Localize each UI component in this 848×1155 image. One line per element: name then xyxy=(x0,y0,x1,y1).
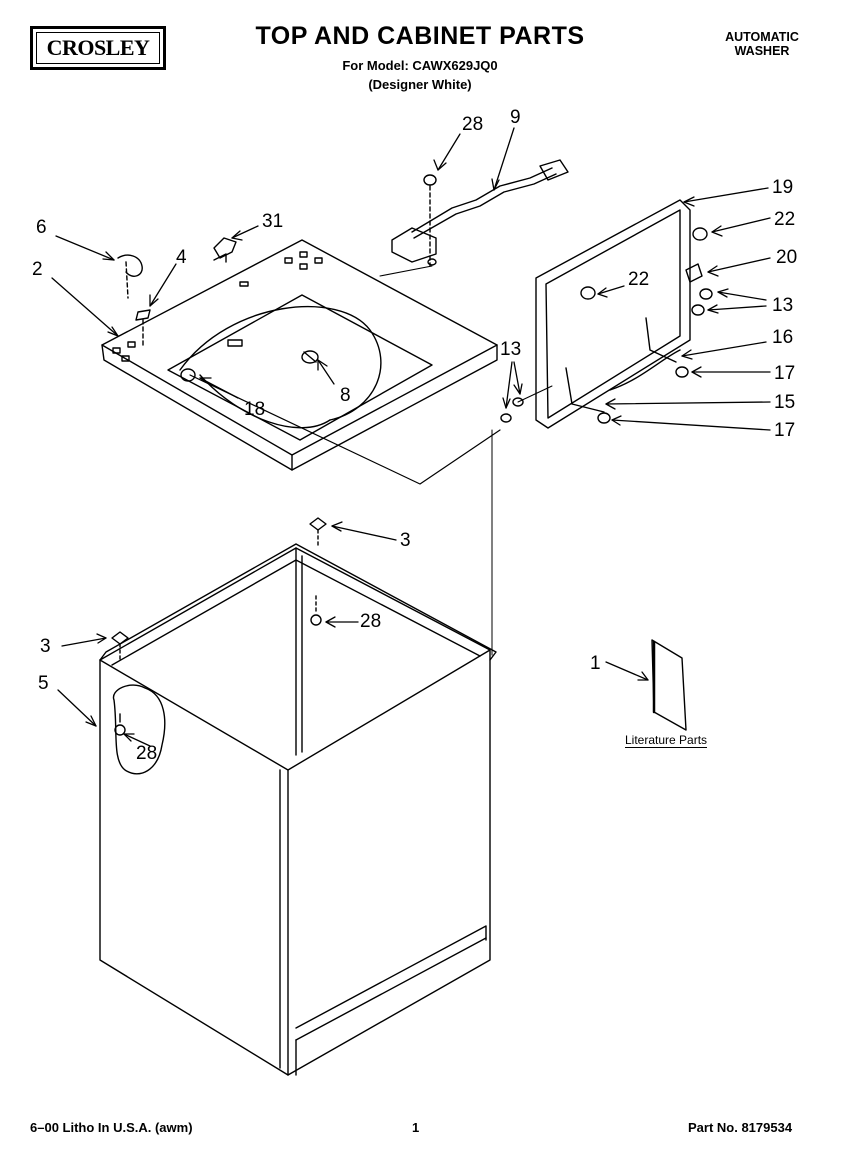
lid-hinge-rod xyxy=(565,367,605,413)
callout-5: 5 xyxy=(38,673,49,694)
bumper-part xyxy=(180,368,196,382)
leader-line xyxy=(517,385,553,403)
switch-harness-part xyxy=(391,159,569,267)
literature-booklet xyxy=(651,639,687,731)
callout-18: 18 xyxy=(244,399,266,420)
leader-line xyxy=(189,374,501,485)
footer-litho: 6–00 Litho In U.S.A. (awm) xyxy=(30,1120,193,1135)
clip-part xyxy=(117,254,143,299)
hinge-screws xyxy=(500,288,713,424)
callout-1: 1 xyxy=(590,653,601,674)
callout-arrows xyxy=(51,127,771,747)
product-type: AUTOMATIC WASHER xyxy=(712,30,812,58)
callout-28: 28 xyxy=(136,743,158,764)
callout-13: 13 xyxy=(500,339,522,360)
callout-16: 16 xyxy=(772,327,794,348)
color-line: (Designer White) xyxy=(368,77,472,92)
callout-3: 3 xyxy=(400,530,411,551)
screw-part-4 xyxy=(135,309,151,347)
lid-bolt-part xyxy=(301,350,319,364)
hinge-part-20 xyxy=(685,263,703,283)
callout-19: 19 xyxy=(772,177,794,198)
washer-top-panel xyxy=(101,239,498,471)
callout-28: 28 xyxy=(462,114,484,135)
brand-logo-text: CROSLEY xyxy=(36,32,160,64)
callout-8: 8 xyxy=(340,385,351,406)
model-line: For Model: CAWX629JQ0 xyxy=(342,58,498,73)
literature-parts-label: Literature Parts xyxy=(625,733,708,748)
callout-20: 20 xyxy=(776,247,798,268)
product-type-line1: AUTOMATIC xyxy=(725,30,799,44)
callout-2: 2 xyxy=(32,259,43,280)
leader-line xyxy=(379,265,433,277)
callout-28: 28 xyxy=(360,611,382,632)
screw-part-28 xyxy=(310,595,322,626)
washer-cabinet xyxy=(99,543,497,1076)
callout-22: 22 xyxy=(774,209,796,230)
brand-logo: CROSLEY xyxy=(30,26,166,70)
callout-9: 9 xyxy=(510,107,521,128)
lid-bumpers xyxy=(580,227,708,300)
washer-lid xyxy=(535,199,691,429)
callout-6: 6 xyxy=(36,217,47,238)
callout-3: 3 xyxy=(40,636,51,657)
callout-31: 31 xyxy=(262,211,284,232)
clip-part-31 xyxy=(213,237,237,263)
page-title: TOP AND CABINET PARTS xyxy=(255,22,585,50)
product-type-line2: WASHER xyxy=(734,44,790,58)
clip-part-3 xyxy=(111,517,327,663)
page-number: 1 xyxy=(412,1120,420,1135)
callout-13: 13 xyxy=(772,295,794,316)
part-number: Part No. 8179534 xyxy=(688,1120,793,1135)
callout-4: 4 xyxy=(176,247,187,268)
callout-17: 17 xyxy=(774,363,796,384)
callout-22: 22 xyxy=(628,269,650,290)
callout-15: 15 xyxy=(774,392,796,413)
callout-17: 17 xyxy=(774,420,796,441)
cabinet-cutaway xyxy=(112,684,166,775)
